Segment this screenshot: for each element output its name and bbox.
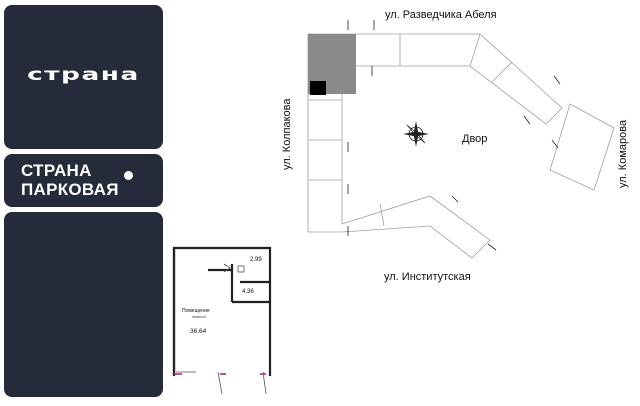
- courtyard-label: Двор: [462, 133, 487, 145]
- entrance-arrow: [451, 195, 459, 203]
- floor-plan-walls: [172, 246, 272, 376]
- room-main-label: Помещение: [182, 308, 210, 314]
- brand-dot: [124, 171, 133, 180]
- door-frame: [217, 371, 223, 395]
- brand-line-2: ПАРКОВАЯ: [21, 180, 119, 199]
- highlight-unit: [310, 81, 326, 95]
- street-label-north: ул. Разведчика Абеля: [385, 9, 497, 21]
- building-outline-main: [307, 33, 563, 259]
- lower-panel: [4, 212, 163, 397]
- logo-wordmark: страна: [27, 65, 140, 85]
- street-label-west: ул. Колпакова: [281, 98, 293, 170]
- street-label-east: ул. Комарова: [617, 119, 629, 188]
- compass-rose: [403, 121, 429, 147]
- entrance-arrows: [347, 20, 561, 251]
- floor-plan-details: [176, 263, 267, 395]
- entrance-arrow: [523, 115, 531, 125]
- section-line: [379, 203, 385, 227]
- compass-needle-ew: [403, 131, 429, 137]
- entrance-arrow: [551, 139, 559, 149]
- compass-needle-diag: [406, 124, 426, 144]
- room-main-area: 36.64: [190, 328, 207, 335]
- door-frame-right: [262, 371, 267, 395]
- door-swing: [223, 263, 231, 273]
- brand-line-1: СТРАНА: [21, 161, 92, 180]
- entrance-arrow: [487, 243, 497, 251]
- logo-panel: страна: [4, 5, 163, 149]
- site-plan: ул. Разведчика Абеля ул. Колпакова ул. К…: [280, 0, 640, 401]
- section-line: [491, 61, 513, 83]
- street-label-south: ул. Институтская: [384, 271, 471, 283]
- room-main-sublabel: нежилое: [192, 315, 206, 319]
- section-line: [469, 33, 481, 67]
- project-name-panel: СТРАНА ПАРКОВАЯ: [4, 154, 163, 207]
- room-small-area: 2.99: [250, 257, 262, 263]
- building-outline-east: [549, 103, 615, 191]
- entrance-arrow: [553, 75, 561, 85]
- site-plan-drawing: ул. Разведчика Абеля ул. Колпакова ул. К…: [281, 9, 629, 283]
- floor-plan-drawing: 2.99 4.36 Помещение нежилое 36.64: [172, 246, 272, 395]
- building-outlines: [307, 33, 615, 259]
- room-mid-area: 4.36: [242, 289, 254, 295]
- floor-plan: 2.99 4.36 Помещение нежилое 36.64: [166, 240, 280, 397]
- column: [237, 265, 245, 273]
